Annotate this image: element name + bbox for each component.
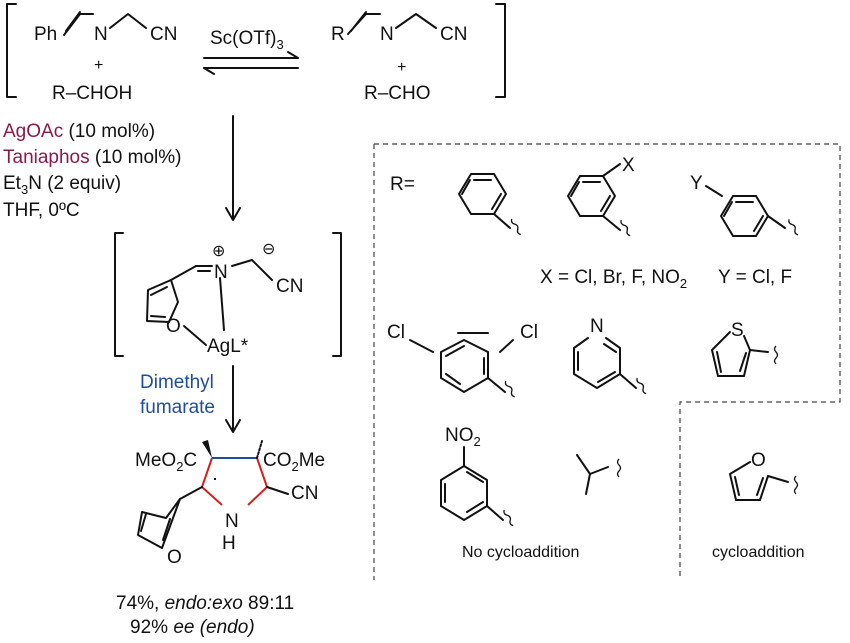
r-label-right: R xyxy=(331,24,345,45)
thiophene-s: S xyxy=(731,320,744,341)
pyridyl: N xyxy=(573,316,647,395)
plus-charge: ⊕ xyxy=(212,243,225,260)
ylide-nitrile: CN xyxy=(276,276,303,297)
phenyl-label: Ph xyxy=(34,24,57,45)
no-cycloaddition-label: No cycloaddition xyxy=(462,544,579,561)
thienyl: S xyxy=(711,320,779,377)
furan-o-scope: O xyxy=(751,450,766,471)
ester-left: MeO2C xyxy=(135,450,197,474)
y-substituent: Y xyxy=(690,173,703,194)
metallo-azomethine-ylide: N ⊕ ⊖ CN O AgL* xyxy=(146,241,303,357)
x-list: X = Cl, Br, F, NO2 xyxy=(540,267,687,291)
alcohol-label: R–CHOH xyxy=(52,83,132,104)
pyrrolidine-n: N xyxy=(225,511,239,532)
nitrile-left: CN xyxy=(150,24,177,45)
imine-right: R N CN + R–CHO xyxy=(331,11,467,104)
enantioselectivity: 92% ee (endo) xyxy=(130,617,255,638)
no2-label: NO2 xyxy=(445,425,481,449)
minus-charge: ⊖ xyxy=(262,241,275,258)
plus-right: + xyxy=(397,59,406,76)
equilibrium-arrows: Sc(OTf)3 xyxy=(203,28,299,75)
top-bracket xyxy=(6,3,506,98)
reaction-arrow-2 xyxy=(225,365,241,433)
nitrophenyl: NO2 xyxy=(440,425,514,527)
y-list: Y = Cl, F xyxy=(718,267,792,288)
furyl: O xyxy=(729,450,799,501)
ylide-n: N xyxy=(214,262,228,283)
phenyl-substituent xyxy=(458,173,521,236)
dipolarophile-line1: Dimethyl xyxy=(140,372,214,393)
condition-solvent: THF, 0ºC xyxy=(3,200,80,221)
para-y-phenyl: Y xyxy=(690,173,799,237)
imine-n-left: N xyxy=(94,24,108,45)
aldehyde-label: R–CHO xyxy=(364,83,431,104)
pyrrolidine-product: O N H CN MeO2C CO2Me xyxy=(135,440,325,568)
cycloaddition-label: cycloaddition xyxy=(712,544,805,561)
silver-ligand: AgL* xyxy=(207,336,249,357)
intermediate-bracket xyxy=(114,232,342,357)
product-nitrile: CN xyxy=(291,483,318,504)
furan-o-product: O xyxy=(167,547,182,568)
plus-left: + xyxy=(94,57,103,74)
condition-taniaphos: Taniaphos (10 mol%) xyxy=(3,147,182,168)
condition-base: Et3N (2 equiv) xyxy=(3,173,122,197)
catalyst-label: Sc(OTf)3 xyxy=(210,28,284,52)
x-substituent: X xyxy=(622,155,635,176)
nitrile-right: CN xyxy=(440,24,467,45)
scope-box xyxy=(373,143,841,580)
ortho-x-phenyl: X xyxy=(567,155,635,237)
r-equals-label: R= xyxy=(390,174,415,195)
dipolarophile-line2: fumarate xyxy=(140,397,215,418)
imine-n-right: N xyxy=(380,24,394,45)
yield-selectivity: 74%, endo:exo 89:11 xyxy=(116,593,295,614)
ester-right: CO2Me xyxy=(263,450,325,474)
condition-agoac: AgOAc (10 mol%) xyxy=(3,121,156,142)
imine-left: Ph N CN + R–CHOH xyxy=(34,11,177,104)
pyrrolidine-h: H xyxy=(222,533,236,554)
isopropyl xyxy=(576,454,622,495)
furan-o-intermediate: O xyxy=(166,316,181,337)
cl-left: Cl xyxy=(387,322,405,343)
reaction-arrow-1 xyxy=(225,115,241,221)
dichlorophenyl: Cl Cl xyxy=(387,322,538,398)
pyridine-n: N xyxy=(590,316,604,337)
cl-right: Cl xyxy=(520,322,538,343)
